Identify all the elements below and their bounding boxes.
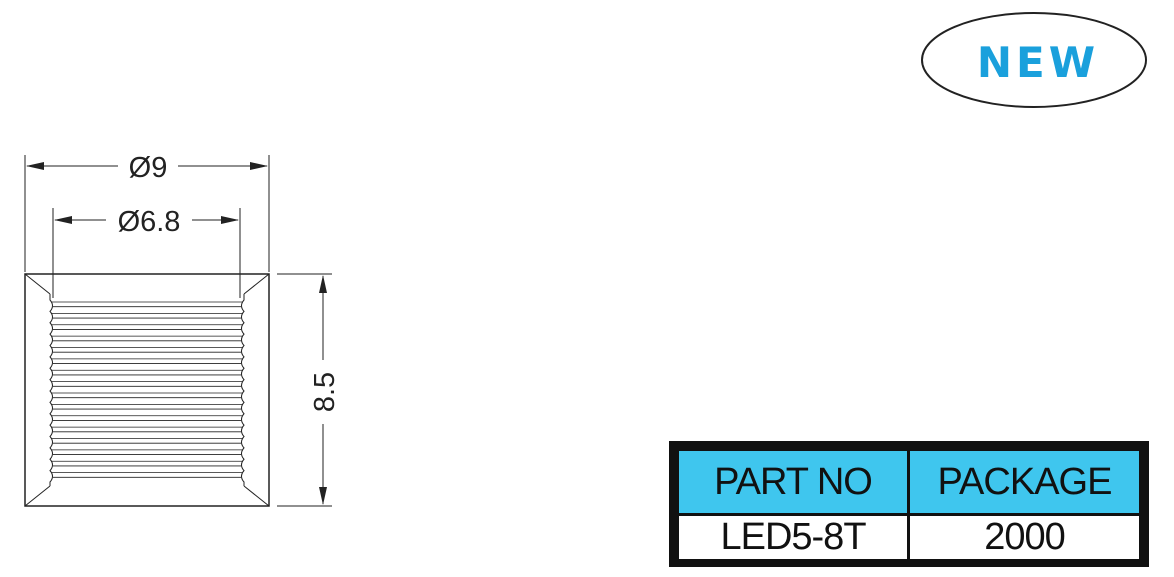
bore-ribs: [51, 301, 243, 478]
part-table: PART NO PACKAGE LED5-8T 2000: [669, 441, 1149, 567]
header-part-no: PART NO: [676, 448, 910, 516]
bore-left-wall: [49, 294, 53, 486]
cell-part-no: LED5-8T: [676, 513, 910, 562]
new-badge: NEW: [921, 12, 1147, 108]
new-badge-label: NEW: [977, 38, 1099, 87]
chamfer-bottom-left: [24, 485, 51, 507]
spacer-body: [24, 273, 270, 507]
body-outline: [24, 273, 270, 507]
header-package: PACKAGE: [907, 448, 1142, 516]
dim-outer-diameter: [24, 155, 270, 272]
length-label: 8.5: [309, 372, 341, 412]
table-header-row: PART NO PACKAGE: [676, 448, 1142, 516]
arrow-outer-right: [250, 162, 268, 170]
dim-inner-diameter: [52, 208, 241, 298]
new-badge-ellipse: [921, 12, 1147, 108]
arrow-inner-right: [221, 216, 239, 224]
part-table-grid: PART NO PACKAGE LED5-8T 2000: [676, 448, 1142, 562]
outer-diameter-label: Ø9: [129, 152, 168, 184]
cell-package: 2000: [907, 513, 1142, 562]
arrow-outer-left: [26, 162, 44, 170]
arrow-length-top: [319, 275, 327, 293]
bore-right-wall: [241, 294, 245, 486]
arrow-length-bottom: [319, 487, 327, 505]
chamfer-top-right: [243, 273, 270, 295]
table-row: LED5-8T 2000: [676, 513, 1142, 562]
dim-length: [277, 273, 332, 507]
chamfer-top-left: [24, 273, 51, 295]
arrow-inner-left: [54, 216, 72, 224]
inner-diameter-label: Ø6.8: [118, 206, 181, 238]
chamfer-bottom-right: [243, 485, 270, 507]
